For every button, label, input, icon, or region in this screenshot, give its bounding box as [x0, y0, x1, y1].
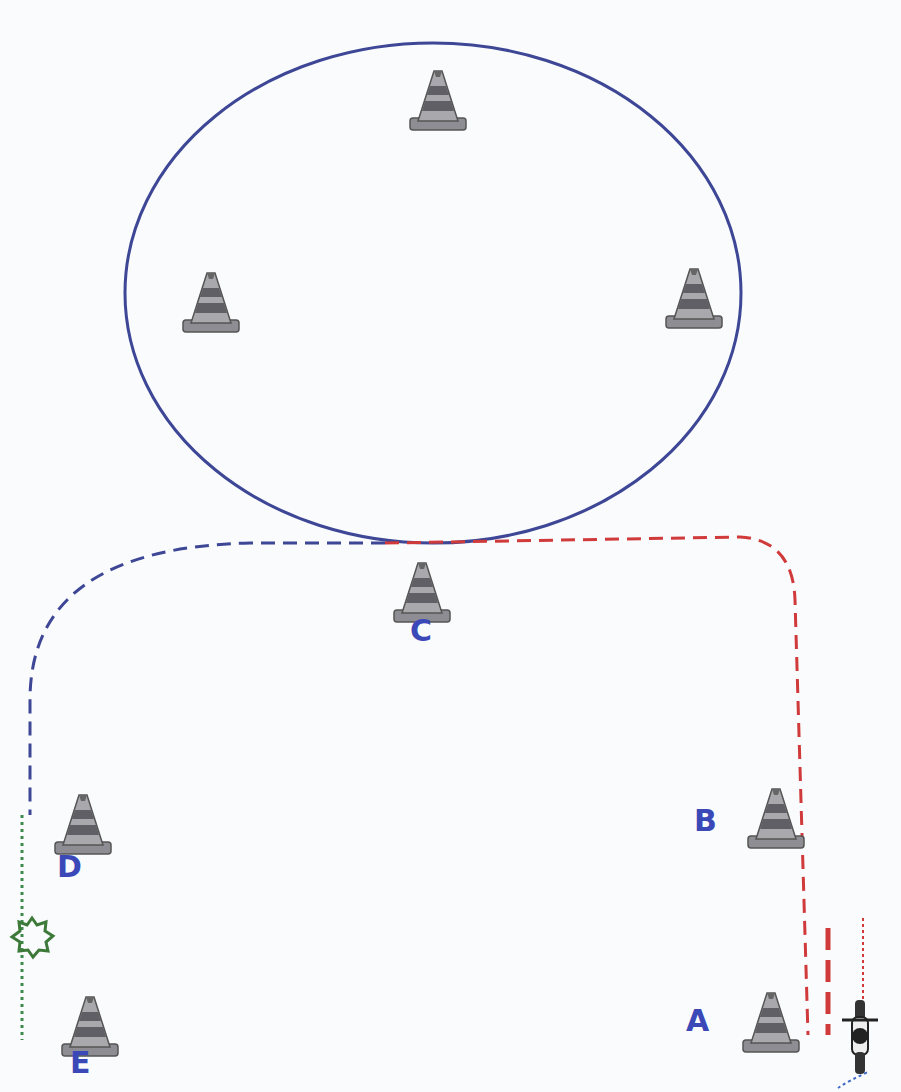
circle-path	[125, 43, 741, 543]
cone-label: E	[70, 1048, 91, 1078]
cones	[55, 71, 804, 1056]
start-marks	[826, 928, 831, 1035]
cone-label: D	[57, 852, 82, 882]
approach-line	[862, 918, 864, 1000]
cone-label: A	[686, 1006, 709, 1036]
left-path	[30, 543, 385, 815]
right-path	[385, 537, 808, 1035]
cone-label: B	[694, 806, 717, 836]
stop-marker	[12, 918, 53, 957]
exit-line	[838, 1072, 868, 1088]
cone-label: C	[410, 616, 432, 646]
motorcycle	[842, 1000, 878, 1074]
